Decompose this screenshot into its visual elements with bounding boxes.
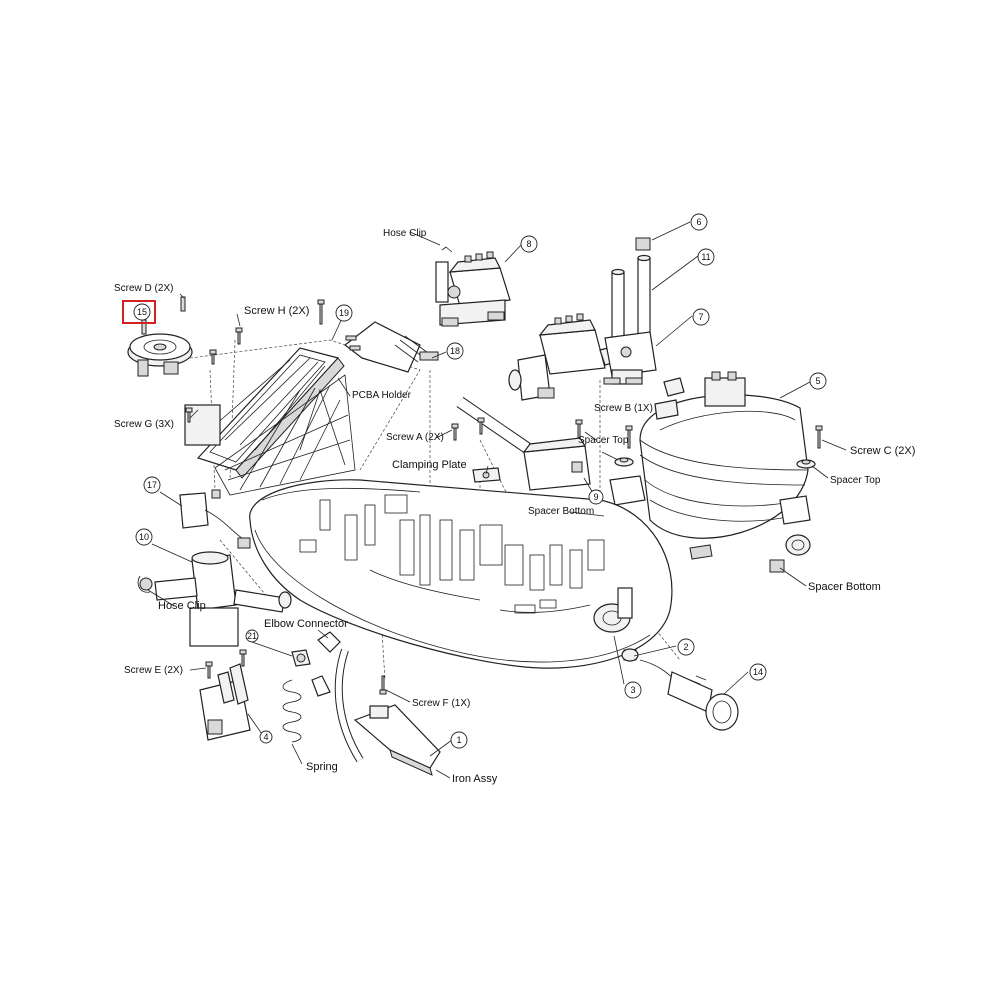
svg-text:18: 18 [450,346,460,356]
svg-text:2: 2 [683,642,688,652]
spring-part [282,679,302,743]
part-8-pump [435,246,511,327]
callout-5: 5 [809,372,827,390]
svg-text:5: 5 [815,376,820,386]
svg-text:11: 11 [701,252,710,262]
callout-15-highlight-box [122,300,156,324]
pcba-board [184,347,356,496]
label-elbow-connector: Elbow Connector [264,618,348,630]
label-screw-e: Screw E (2X) [124,665,183,676]
svg-text:17: 17 [147,480,157,490]
svg-text:3: 3 [630,685,635,695]
svg-text:21: 21 [247,631,257,641]
callout-circles: 15 19 18 8 6 11 7 5 [122,213,827,749]
part-4-bracket [199,649,251,741]
svg-text:10: 10 [139,532,149,542]
part-7-valve [603,331,657,385]
label-pcba-holder: PCBA Holder [352,390,412,401]
callout-15: 15 [122,300,156,324]
text-labels: Screw D (2X) Screw H (2X) Screw G (3X) P… [114,228,915,785]
callout-3: 3 [624,681,642,699]
part-9-module [472,437,591,491]
label-screw-g: Screw G (3X) [114,419,174,430]
svg-text:8: 8 [526,239,531,249]
callout-8: 8 [520,235,538,253]
callout-6: 6 [690,213,708,231]
callout-18: 18 [446,342,464,360]
label-screw-h: Screw H (2X) [244,305,309,317]
svg-text:15: 15 [137,307,147,317]
callout-19: 19 [335,304,353,322]
leader-lines [147,221,847,779]
label-screw-c: Screw C (2X) [850,445,915,457]
callout-14: 14 [749,663,767,681]
label-screw-a: Screw A (2X) [386,432,444,443]
svg-text:9: 9 [593,492,598,502]
part-6-cap [635,237,651,251]
part-19-screw [185,299,325,423]
label-spacer-top-right: Spacer Top [830,475,881,486]
callout-21: 21 [245,629,259,643]
label-spacer-bottom-right: Spacer Bottom [808,581,881,593]
part-8-pump-lower [508,313,626,401]
callout-1: 1 [450,731,468,749]
label-spring: Spring [306,761,338,773]
label-hose-clip-top: Hose Clip [383,228,427,239]
label-clamping-plate: Clamping Plate [392,459,467,471]
label-spacer-bottom-mid: Spacer Bottom [528,506,594,517]
svg-text:1: 1 [456,735,461,745]
svg-text:6: 6 [696,217,701,227]
hose-clip-left-part [137,575,151,593]
svg-text:14: 14 [753,667,763,677]
part-1-iron [353,675,441,776]
label-screw-f: Screw F (1X) [412,698,470,709]
svg-text:7: 7 [698,312,703,322]
part-11-tubes [611,254,651,343]
callout-10: 10 [135,528,153,546]
elbow-connector-part [311,631,364,763]
part-15-sensor [127,296,193,377]
label-iron-assy: Iron Assy [452,773,498,785]
label-spacer-top-left: Spacer Top [578,435,629,446]
svg-text:19: 19 [339,308,349,318]
callout-11: 11 [697,248,715,266]
svg-text:4: 4 [263,732,268,742]
part-18-plug [344,321,439,373]
callout-2: 2 [677,638,695,656]
callout-4: 4 [259,730,273,744]
label-screw-d: Screw D (2X) [114,283,173,294]
part-17-connector [179,489,251,549]
label-screw-b: Screw B (1X) [594,403,653,414]
callout-9: 9 [588,489,604,505]
label-hose-clip-left: Hose Clip [158,600,206,612]
part-10-valve [139,551,292,647]
base-housing [249,479,673,669]
part-5-boiler [609,371,811,560]
callout-17: 17 [143,476,161,494]
part-14-plug [639,659,739,731]
callout-7: 7 [692,308,710,326]
hose-segment [451,397,534,455]
part-2-grommet [621,648,639,662]
part-21-nut [291,649,311,667]
